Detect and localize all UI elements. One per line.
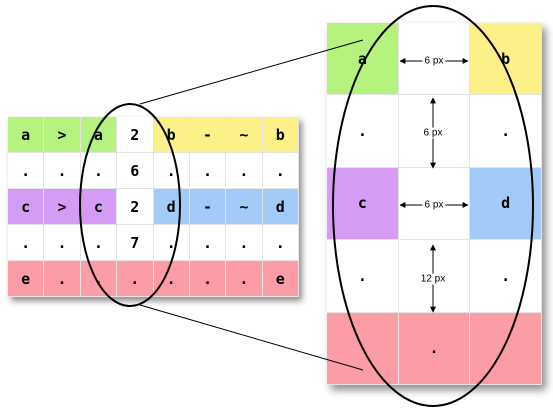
small-grid-cell: . <box>153 261 190 297</box>
small-grid-cell: . <box>153 153 190 189</box>
zoom-connector-bottom <box>139 304 364 371</box>
small-grid-cell: . <box>44 261 81 297</box>
small-grid-cell: ~ <box>226 117 263 153</box>
small-grid-cell: . <box>189 153 227 189</box>
small-grid-cell: > <box>44 117 81 153</box>
magnified-grid-cell: a <box>327 23 399 96</box>
small-focus-ellipse <box>79 103 181 307</box>
magnified-grid-cell: c <box>327 167 399 241</box>
small-grid-cell: d <box>262 189 299 225</box>
small-grid-cell: 6 <box>117 153 154 189</box>
gap-cd-label: 6 px <box>422 199 446 211</box>
small-grid-cell: . <box>226 153 263 189</box>
magnified-grid-cell: b <box>470 23 542 96</box>
zoom-connector-top <box>139 39 364 105</box>
small-grid-cell: . <box>44 225 81 261</box>
small-grid-cell: 2 <box>117 189 154 225</box>
small-grid-cell: - <box>189 117 227 153</box>
magnified-grid-cell <box>470 312 542 385</box>
small-grid-cell: 7 <box>117 225 154 261</box>
small-grid-cell: . <box>189 261 227 297</box>
small-grid-cell: . <box>80 225 118 261</box>
small-grid-cell: . <box>117 261 154 297</box>
magnified-grid-cell: . <box>398 312 471 385</box>
small-grid-cell: . <box>80 153 118 189</box>
small-grid-cell: . <box>226 261 263 297</box>
small-grid-cell: . <box>262 153 299 189</box>
small-grid-cell: 2 <box>117 117 154 153</box>
small-grid-cell: > <box>44 189 81 225</box>
small-grid-cell: b <box>262 117 299 153</box>
small-grid-cell: c <box>8 189 45 225</box>
small-grid-cell: d <box>153 189 190 225</box>
small-grid-cell: . <box>44 153 81 189</box>
small-grid-cell: . <box>80 261 118 297</box>
small-grid-cell: . <box>226 225 263 261</box>
magnified-grid-cell: . <box>327 95 399 168</box>
small-grid-cell: . <box>8 225 45 261</box>
gap-row1-label: 6 px <box>421 127 445 139</box>
small-grid-cell: a <box>8 117 45 153</box>
small-grid-cell: c <box>80 189 118 225</box>
gap-ab-label: 6 px <box>422 55 446 67</box>
small-grid-cell: e <box>262 261 299 297</box>
small-grid-cell: . <box>8 153 45 189</box>
small-grid-cell: . <box>189 225 227 261</box>
small-grid-cell: a <box>80 117 118 153</box>
small-grid-cell: - <box>189 189 227 225</box>
magnified-grid-cell: d <box>470 167 542 241</box>
small-grid-cell: ~ <box>226 189 263 225</box>
large-focus-ellipse <box>332 5 534 407</box>
small-grid-cell: . <box>262 225 299 261</box>
small-grid-cell: e <box>8 261 45 297</box>
gap-row3-label: 12 px <box>418 273 448 285</box>
